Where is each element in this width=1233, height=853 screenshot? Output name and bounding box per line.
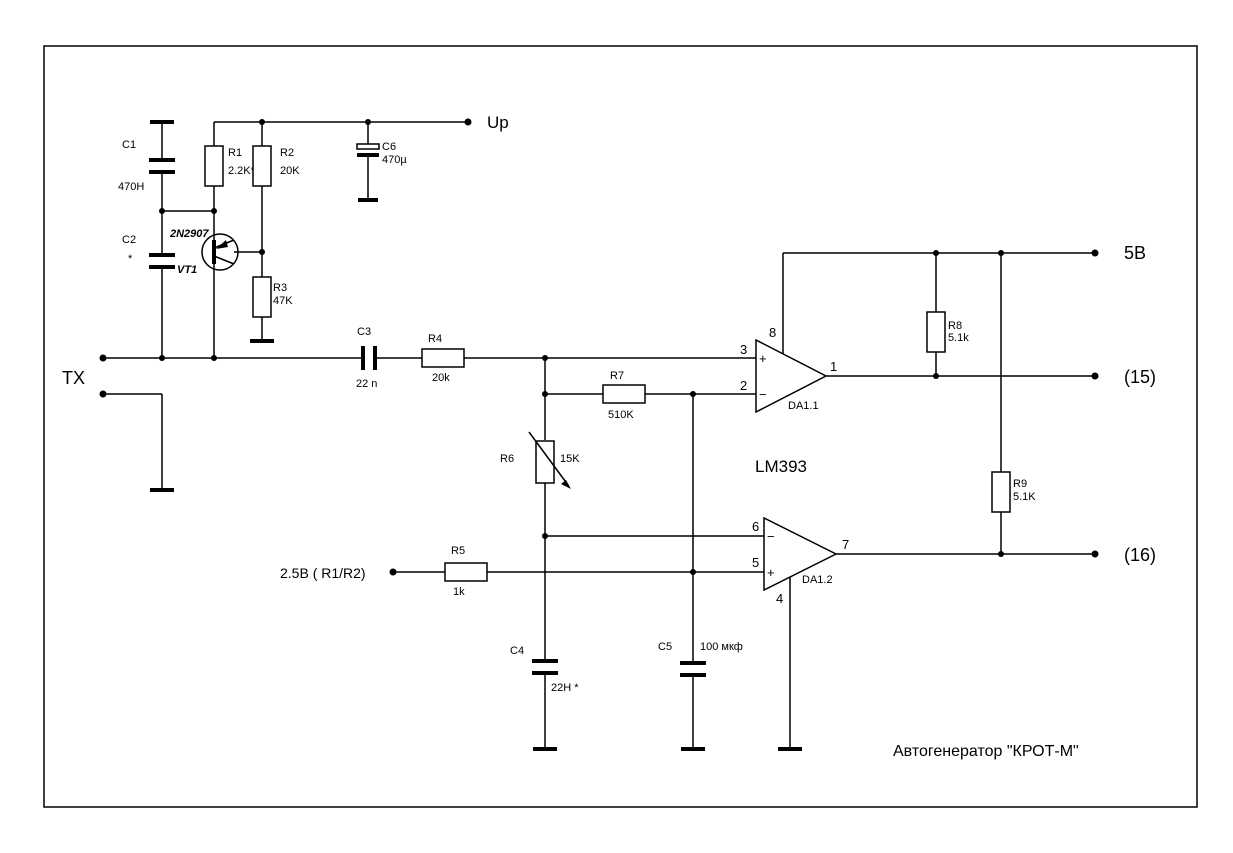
resistor-r7 [545,384,756,404]
comparator-da11 [755,253,1095,414]
junction [211,355,217,361]
label-out15: (15) [1124,367,1156,387]
pin-8: 8 [769,325,776,340]
c1-value: 470H [118,181,144,193]
c4-value: 22H * [551,682,579,694]
r8-value: 5.1k [948,332,969,344]
pin-3: 3 [740,342,747,357]
r6-ref: R6 [500,453,514,465]
label-tx: TX [62,368,85,388]
c3-ref: C3 [357,326,371,338]
r8-ref: R8 [948,320,962,332]
resistor-r8 [926,253,946,376]
r1-ref: R1 [228,147,242,159]
ic-name: LM393 [755,457,807,476]
pin-2: 2 [740,378,747,393]
r5-value: 1k [453,586,465,598]
c5-ref: C5 [658,641,672,653]
da12-ref: DA1.2 [802,574,833,586]
junction [159,355,165,361]
terminal-out16[interactable] [1091,550,1099,558]
resistor-r3 [250,276,274,343]
wire-up-rail [213,121,468,146]
pin-7: 7 [842,537,849,552]
r4-value: 20k [432,372,450,384]
c5-value: 100 мкф [700,641,743,653]
schematic-title: Автогенератор "КРОТ-М" [893,743,1079,760]
c2-ref: C2 [122,234,136,246]
capacitor-c1 [149,120,175,254]
r4-ref: R4 [428,333,442,345]
da12-minus: − [767,529,775,544]
r1-value: 2.2K* [228,165,256,177]
label-out16: (16) [1124,545,1156,565]
resistor-r4 [421,348,756,368]
r5-ref: R5 [451,545,465,557]
r6-value: 15K [560,453,580,465]
r2-ref: R2 [280,147,294,159]
capacitor-c2 [149,253,175,358]
pin-4: 4 [776,591,783,606]
capacitor-c6 [356,122,380,202]
resistor-r1 [204,145,224,232]
junction [933,373,939,379]
pin-5: 5 [752,555,759,570]
terminal-5v[interactable] [1091,249,1099,257]
label-ref: 2.5В ( R1/R2) [280,565,366,581]
da11-ref: DA1.1 [788,400,819,412]
c2-value: * [128,253,133,265]
r9-value: 5.1K [1013,491,1036,503]
vt1-type: 2N2907 [169,228,209,240]
capacitor-c5 [680,394,706,751]
pin-1: 1 [830,359,837,374]
comparator-da12 [763,516,1095,751]
pin-6: 6 [752,519,759,534]
r3-value: 47K [273,295,293,307]
r3-ref: R3 [273,282,287,294]
da12-plus: + [767,565,775,580]
c4-ref: C4 [510,645,524,657]
r2-value: 20K [280,165,300,177]
resistor-r2 [252,145,272,277]
junction [690,569,696,575]
capacitor-c4 [532,659,558,751]
capacitor-c3 [361,346,422,370]
junction [259,249,265,255]
terminal-up[interactable] [464,118,472,126]
c6-value: 470µ [382,154,407,166]
da11-plus: + [759,351,767,366]
resistor-r5 [393,562,764,582]
r9-ref: R9 [1013,478,1027,490]
junction [259,119,265,125]
wire-tx-ground [103,393,174,492]
transistor-vt1 [201,232,262,358]
vt1-ref: VT1 [177,264,197,276]
c3-value: 22 n [356,378,377,390]
label-up: Up [487,113,509,132]
terminal-out15[interactable] [1091,372,1099,380]
resistor-r9 [991,253,1011,554]
resistor-r6 [528,431,571,660]
frame-border [43,45,1198,808]
c6-ref: C6 [382,141,396,153]
c1-ref: C1 [122,139,136,151]
r7-value: 510K [608,409,634,421]
label-5v: 5В [1124,243,1146,263]
r7-ref: R7 [610,370,624,382]
da11-minus: − [759,387,767,402]
